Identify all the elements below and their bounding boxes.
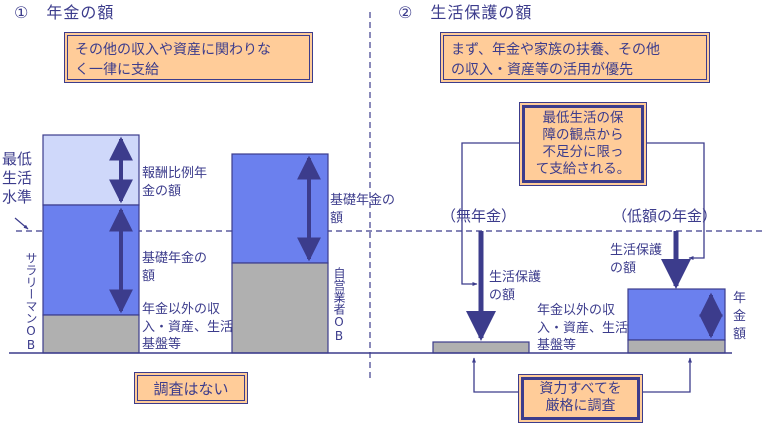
pension-note-line: その他の収入や資産に関わりな	[75, 42, 271, 58]
center-box-to-no-pension-connector	[461, 142, 519, 287]
center-box-to-low-pension-connector	[647, 142, 705, 261]
low-pension-amount-label: 年 金 額	[733, 290, 746, 344]
label-line: 年	[733, 291, 747, 306]
no-pension-other-assets-segment	[432, 341, 530, 354]
means-test-to-no-pension-connector	[471, 357, 519, 393]
section-title-welfare: ② 生活保護の額	[398, 3, 533, 22]
minimum-living-guarantee-box: 最低生活の保 障の観点から 不足分に限っ て支給される。	[519, 102, 647, 186]
salaryman-ob-label: サラリーマンOB	[24, 252, 38, 352]
label-line: 報酬比例年	[142, 166, 208, 181]
salaryman-other-assets-label: 年金以外の収 入・資産、生活 基盤等	[142, 301, 233, 354]
label-line: 水準	[2, 188, 33, 206]
low-pension-welfare-label: 生活保護 の額	[610, 242, 662, 277]
label-line: 基礎年金の	[142, 251, 208, 266]
welfare-note-line: まず、年金や家族の扶養、その他	[451, 42, 661, 58]
salaryman-other-assets-segment	[42, 314, 140, 354]
label-line: 基礎年金の	[330, 193, 396, 208]
label-line: 額	[733, 327, 747, 342]
means-test-to-low-pension-connector	[643, 357, 693, 393]
pension-note-box: その他の収入や資産に関わりな く一律に支給	[64, 32, 313, 83]
no-pension-heading: （無年金）	[441, 207, 517, 225]
label-line: 生活保護	[610, 243, 663, 258]
no-pension-welfare-label: 生活保護 の額	[489, 269, 541, 304]
welfare-note-box: まず、年金や家族の扶養、その他 の収入・資産等の活用が優先	[440, 32, 710, 83]
minimum-living-pointer-arrow	[14, 217, 29, 230]
self-employed-ob-label: 自営業者OB	[332, 267, 346, 343]
no-investigation-text: 調査はない	[153, 380, 229, 398]
self-employed-other-assets-segment	[231, 262, 329, 354]
low-pension-heading: （低額の年金）	[612, 207, 718, 225]
welfare-other-assets-label: 年金以外の収 入・資産、生活 基盤等	[537, 302, 628, 355]
means-test-line: 資力すべてを	[539, 381, 622, 397]
welfare-note-line: の収入・資産等の活用が優先	[451, 62, 633, 78]
pension-note-line: く一律に支給	[75, 62, 159, 78]
strict-means-test-box: 資力すべてを 厳格に調査	[518, 374, 643, 423]
means-test-line: 厳格に調査	[545, 398, 616, 414]
salaryman-basic-pension-label: 基礎年金の 額	[142, 250, 207, 285]
self-employed-basic-pension-segment	[231, 153, 329, 264]
label-line: 基盤等	[142, 337, 182, 352]
low-pension-other-assets-segment	[627, 339, 726, 354]
salaryman-basic-pension-segment	[42, 204, 140, 316]
self-employed-basic-pension-label: 基礎年金の 額	[330, 192, 395, 227]
guarantee-line: 障の観点から	[542, 127, 624, 143]
section-title-pension: ① 年金の額	[14, 3, 115, 22]
label-line: 生活保護	[489, 270, 542, 285]
label-line: 年金以外の収	[537, 303, 616, 318]
guarantee-line: 最低生活の保	[542, 110, 624, 126]
label-line: 額	[142, 268, 156, 284]
minimum-living-standard-label: 最低 生活 水準	[2, 150, 32, 207]
no-investigation-box: 調査はない	[134, 372, 248, 404]
label-line: 生活	[2, 169, 33, 187]
guarantee-line: 不足分に限っ	[542, 144, 624, 160]
label-line: 入・資産、生活	[142, 319, 234, 335]
label-line: 額	[330, 210, 344, 226]
label-line: の額	[489, 287, 516, 303]
label-line: の額	[610, 260, 637, 276]
label-line: 最低	[2, 150, 33, 168]
label-line: 年金以外の収	[142, 302, 221, 317]
earnings-related-pension-label: 報酬比例年 金の額	[142, 165, 207, 200]
label-line: 金	[733, 309, 747, 324]
guarantee-line: て支給される。	[535, 161, 631, 177]
label-line: 金の額	[142, 183, 182, 199]
salaryman-earnings-related-segment	[42, 134, 140, 206]
label-line: 入・資産、生活	[537, 320, 629, 336]
label-line: 基盤等	[537, 338, 577, 353]
